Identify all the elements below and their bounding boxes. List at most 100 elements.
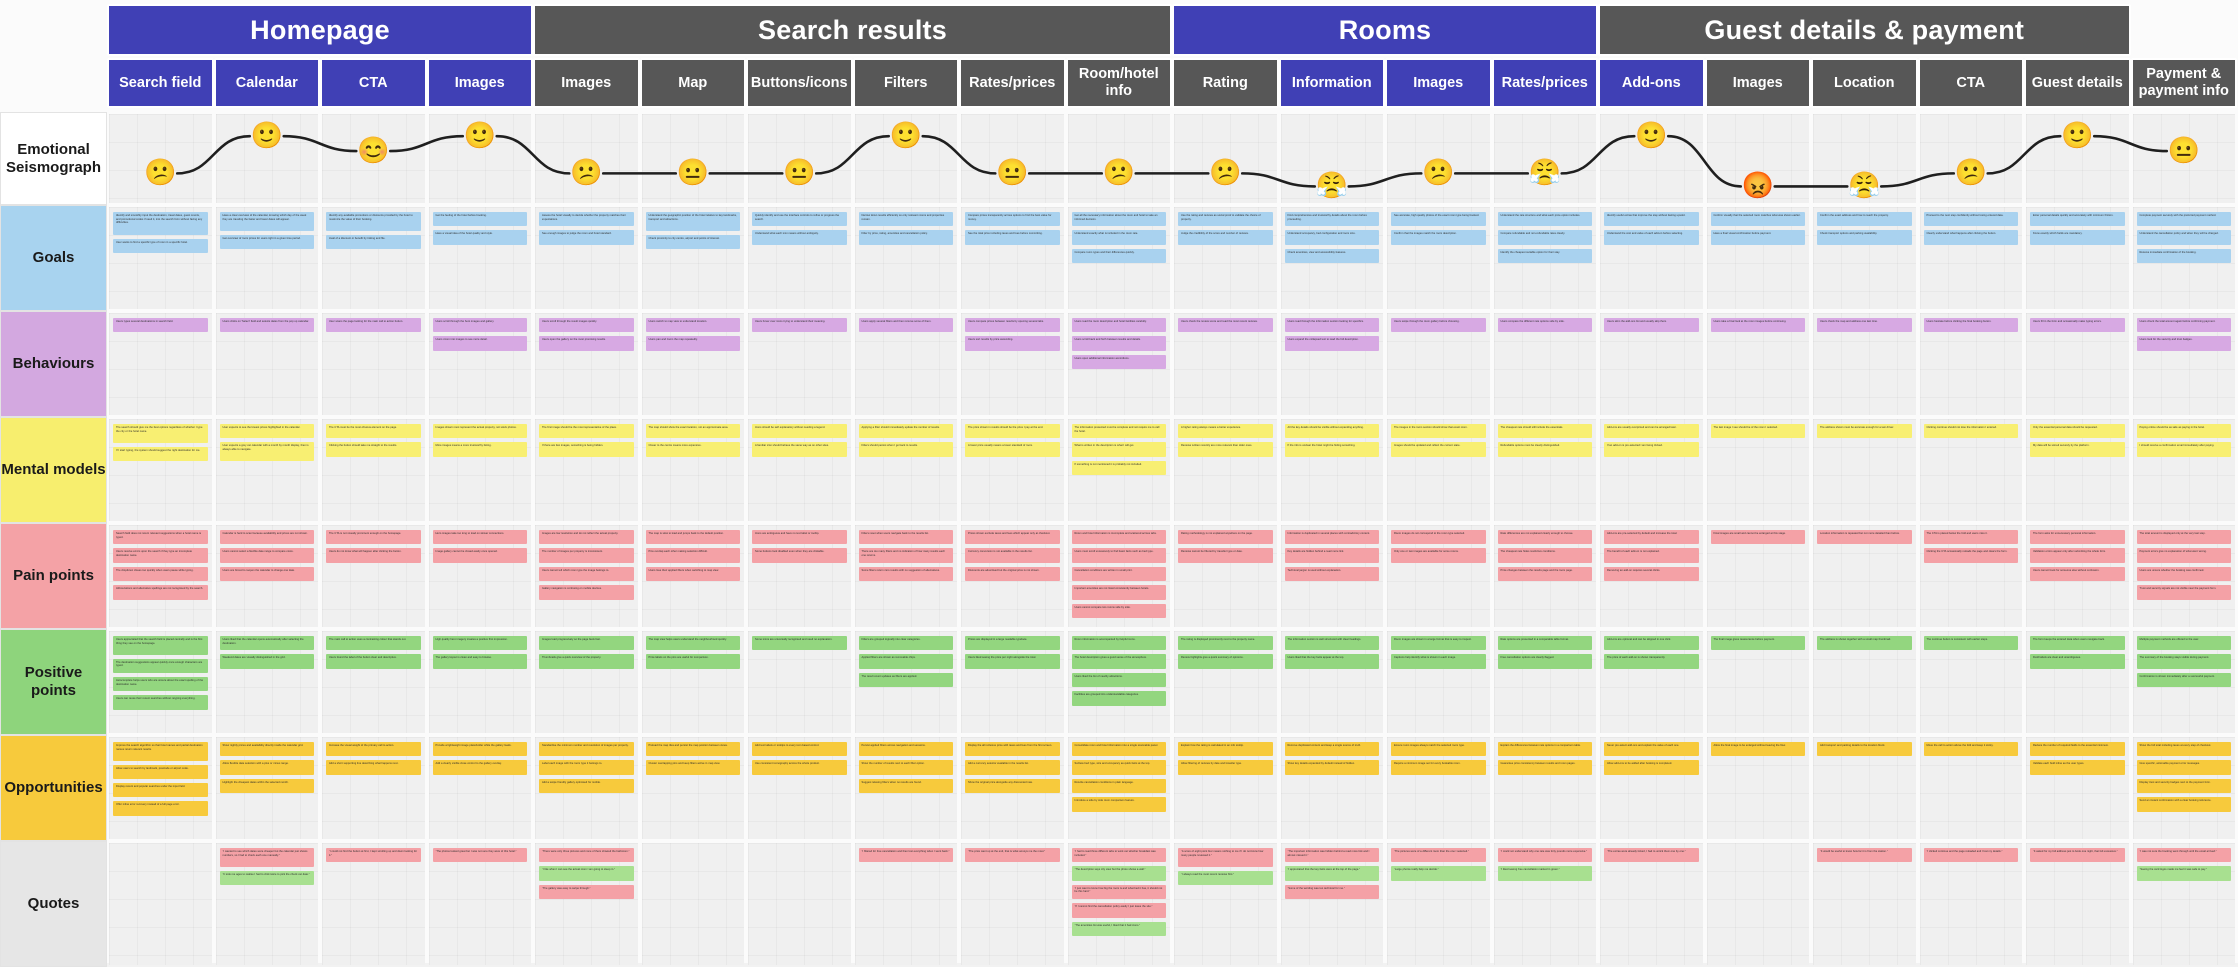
sticky-note[interactable]: Clearly understand what happens after cl…: [1923, 230, 2018, 245]
phase-header-rooms[interactable]: Rooms: [1172, 4, 1598, 56]
sticky-note[interactable]: Users hover over icons trying to underst…: [752, 318, 847, 333]
sticky-note[interactable]: The destination suggestions appear quick…: [113, 658, 208, 673]
sticky-note[interactable]: Receive immediate confirmation of the bo…: [2136, 248, 2231, 264]
sticky-note[interactable]: Final images are small and cannot be enl…: [1710, 530, 1805, 545]
sticky-note[interactable]: “I always read the most recent reviews f…: [1178, 870, 1273, 885]
sticky-note[interactable]: Users liked that the calendar opens auto…: [219, 636, 314, 651]
sticky-note[interactable]: Understand exactly what is included in t…: [1071, 230, 1166, 245]
column-header-13[interactable]: Rates/prices: [1491, 58, 1598, 108]
sticky-note[interactable]: “The pictures were of a different room t…: [1391, 848, 1486, 863]
sticky-note[interactable]: Removing an add-on requires several clic…: [1604, 566, 1699, 582]
sticky-note[interactable]: The result count updates as filters are …: [858, 672, 953, 688]
sticky-note[interactable]: Users fill in the form and occasionally …: [2030, 318, 2125, 333]
sticky-note[interactable]: Users types several destinations in sear…: [113, 318, 208, 333]
sticky-note[interactable]: Guarantee price consistency between resu…: [1497, 760, 1592, 775]
sticky-note[interactable]: “The amenities list was useful, I liked …: [1071, 921, 1166, 936]
sticky-note[interactable]: Users receive errors upon the search if …: [113, 548, 208, 563]
sticky-note[interactable]: Explain how the rating is calculated in …: [1178, 742, 1273, 757]
sticky-note[interactable]: Allow users to search by landmark, postc…: [113, 764, 208, 779]
column-header-18[interactable]: Guest details: [2024, 58, 2131, 108]
sticky-note[interactable]: Standardise the minimum number and resol…: [539, 742, 634, 757]
sticky-note[interactable]: Compare refundable and non-refundable ra…: [1497, 230, 1592, 245]
sticky-note[interactable]: Users check the map and address one last…: [1817, 318, 1912, 333]
sticky-note[interactable]: Refundable options must be clearly disti…: [1497, 442, 1592, 457]
sticky-note[interactable]: If an add-on is pre-selected I am being …: [1604, 442, 1699, 457]
sticky-note[interactable]: Search field does not return relevant su…: [113, 530, 208, 545]
sticky-note[interactable]: The price of each add-on is shown transp…: [1604, 654, 1699, 669]
column-header-9[interactable]: Room/hotel info: [1065, 58, 1172, 108]
sticky-note[interactable]: “It asked for my full address just to bo…: [2030, 848, 2125, 863]
sticky-note[interactable]: Filter by price, rating, amenities and c…: [858, 230, 953, 245]
sticky-note[interactable]: See enough images to judge the room and …: [539, 230, 634, 245]
sticky-note[interactable]: Users zoom into images to see more detai…: [432, 336, 527, 351]
column-header-11[interactable]: Information: [1278, 58, 1385, 108]
sticky-note[interactable]: The hotel description gives a good sense…: [1071, 654, 1166, 669]
sticky-note[interactable]: Trust and security signals are not visib…: [2136, 585, 2231, 600]
sticky-note[interactable]: Hero images take too long to load on slo…: [432, 530, 527, 545]
sticky-note[interactable]: Users scroll back and forth between resu…: [1071, 336, 1166, 351]
sticky-note[interactable]: If something is not mentioned it is prob…: [1071, 460, 1166, 476]
sticky-note[interactable]: Require a minimum image set for every bo…: [1391, 760, 1486, 775]
sticky-note[interactable]: Identify and smoothly input the destinat…: [113, 212, 208, 235]
sticky-note[interactable]: Reviews cannot be filtered by traveller …: [1178, 548, 1273, 563]
sticky-note[interactable]: Clicking the CTA occasionally reloads th…: [1923, 548, 2018, 563]
sticky-note[interactable]: If there are few images, something is be…: [539, 442, 634, 457]
sticky-note[interactable]: Use consistent iconography across the wh…: [752, 760, 847, 775]
sticky-note[interactable]: Explain the differences between rate opt…: [1497, 742, 1592, 757]
sticky-note[interactable]: Identify the cheapest suitable option fo…: [1497, 248, 1592, 264]
sticky-note[interactable]: Users appreciated that the search field …: [113, 636, 208, 655]
sticky-note[interactable]: Check amenities, view and accessibility …: [1284, 248, 1379, 264]
sticky-note[interactable]: Move the call to action above the fold a…: [1923, 742, 2018, 757]
sticky-note[interactable]: Send an instant confirmation with a clea…: [2136, 797, 2231, 812]
sticky-note[interactable]: “I liked seeing free cancellation marked…: [1497, 866, 1592, 881]
sticky-note[interactable]: Users skim the add-ons list and usually …: [1604, 318, 1699, 333]
column-header-12[interactable]: Images: [1385, 58, 1492, 108]
sticky-note[interactable]: “I clicked continue and the page reloade…: [1923, 848, 2018, 863]
sticky-note[interactable]: Cluster overlapping pins and keep filter…: [645, 760, 740, 775]
column-header-1[interactable]: Calendar: [213, 58, 320, 108]
sticky-note[interactable]: Give specific, actionable payment error …: [2136, 760, 2231, 775]
sticky-note[interactable]: Users open additional information accord…: [1071, 354, 1166, 370]
sticky-note[interactable]: Validation errors appear only after subm…: [2030, 548, 2125, 563]
sticky-note[interactable]: Label each image with the room type it b…: [539, 760, 634, 775]
phase-header-search-results[interactable]: Search results: [533, 4, 1172, 56]
sticky-note[interactable]: Users are forced to reopen the calendar …: [219, 566, 314, 582]
sticky-note[interactable]: Filters should persist when I go back to…: [858, 442, 953, 457]
sticky-note[interactable]: “The photos looked great but I was not s…: [432, 848, 527, 863]
sticky-note[interactable]: The summary of the booking stays visible…: [2136, 654, 2231, 669]
sticky-note[interactable]: Assess the hotel visually to decide whet…: [539, 212, 634, 227]
sticky-note[interactable]: Users apply several filters and then rem…: [858, 318, 953, 333]
sticky-note[interactable]: Prices are displayed in a large readable…: [965, 636, 1060, 651]
sticky-note[interactable]: Payment errors give no explanation of wh…: [2136, 548, 2231, 563]
sticky-note[interactable]: “Seeing the card logos made me feel it w…: [2136, 866, 2231, 881]
sticky-note[interactable]: Prices shown exclude taxes and fees whic…: [965, 530, 1060, 545]
sticky-note[interactable]: Compare room types and their differences…: [1071, 248, 1166, 264]
sticky-note[interactable]: User expects to see the lowest prices hi…: [219, 424, 314, 439]
sticky-note[interactable]: Identify any available promotions or dis…: [326, 212, 421, 231]
sticky-note[interactable]: Users cannot tell which room type the im…: [539, 566, 634, 582]
sticky-note[interactable]: A higher rating always means a better ex…: [1178, 424, 1273, 439]
sticky-note[interactable]: “I filtered for free cancellation and th…: [858, 848, 953, 863]
sticky-note[interactable]: Enter personal details quickly and accur…: [2030, 212, 2125, 227]
sticky-note[interactable]: The final image gives reassurance before…: [1710, 636, 1805, 651]
sticky-note[interactable]: Some icons are universally recognised an…: [752, 636, 847, 651]
sticky-note[interactable]: Avail of a discount or benefit by tickin…: [326, 234, 421, 249]
sticky-note[interactable]: Get all the necessary information about …: [1071, 212, 1166, 227]
phase-header-homepage[interactable]: Homepage: [107, 4, 533, 56]
sticky-note[interactable]: Free cancellation options are clearly fl…: [1497, 654, 1592, 669]
sticky-note[interactable]: The CTA must be the most obvious element…: [326, 424, 421, 439]
column-header-15[interactable]: Images: [1704, 58, 1811, 108]
sticky-note[interactable]: Know exactly which fields are mandatory.: [2030, 230, 2125, 245]
sticky-note[interactable]: Understand what each icon means without …: [752, 230, 847, 245]
sticky-note[interactable]: Users compare the different rate options…: [1497, 318, 1592, 333]
sticky-note[interactable]: Increase the visual weight of the primar…: [326, 742, 421, 757]
sticky-note[interactable]: Technical jargon is used without explana…: [1284, 566, 1379, 582]
column-header-19[interactable]: Payment & payment info: [2130, 58, 2237, 108]
sticky-note[interactable]: Applying a filter should immediately upd…: [858, 424, 953, 439]
sticky-note[interactable]: The number of images per property is inc…: [539, 548, 634, 563]
sticky-note[interactable]: The benefit of each add-on is not explai…: [1604, 548, 1699, 563]
column-header-5[interactable]: Map: [639, 58, 746, 108]
sticky-note[interactable]: “There were only three pictures and none…: [539, 848, 634, 863]
sticky-note[interactable]: Abbreviations and alternative spellings …: [113, 585, 208, 600]
sticky-note[interactable]: Price changes between the results page a…: [1497, 566, 1592, 582]
